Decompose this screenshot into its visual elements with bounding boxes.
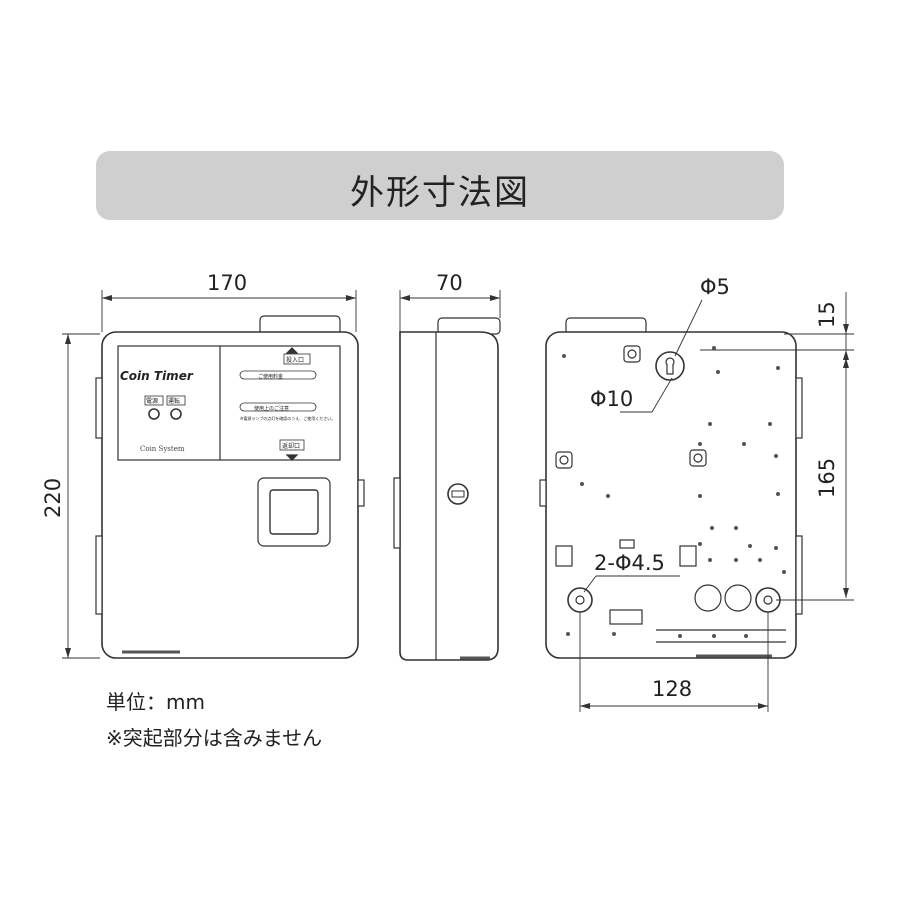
front-view xyxy=(95,315,365,659)
dim-hole-large: Φ10 xyxy=(590,387,633,411)
maker-label: Coin System xyxy=(140,445,185,453)
side-view xyxy=(393,317,501,661)
brand-label: Coin Timer xyxy=(120,369,194,383)
run-lamp xyxy=(170,408,182,420)
dim-height: 220 xyxy=(41,478,65,518)
return-label: 返却口 xyxy=(282,442,300,450)
title-banner: 外形寸法図 xyxy=(96,151,784,220)
dim-horizontal-spacing: 128 xyxy=(652,677,692,701)
caution-label: 使用上のご注意 xyxy=(254,405,289,412)
dimension-arrows xyxy=(65,295,849,709)
usage-fee-label: ご使用料金 xyxy=(258,373,283,380)
power-button-label: 電源 xyxy=(146,397,158,405)
back-view xyxy=(539,317,803,659)
diagram-title: 外形寸法図 xyxy=(350,173,530,213)
dim-width: 170 xyxy=(207,271,247,295)
dim-vertical-spacing: 165 xyxy=(815,458,839,498)
unit-note: 単位：mm xyxy=(106,690,205,714)
dim-mount-holes: 2-Φ4.5 xyxy=(594,551,665,575)
dimension-lines xyxy=(62,290,854,712)
dim-depth: 70 xyxy=(436,271,463,295)
exclusion-note: ※突起部分は含みません xyxy=(106,726,323,750)
dim-hole-small: Φ5 xyxy=(700,275,730,299)
power-lamp xyxy=(148,408,160,420)
dim-top-offset: 15 xyxy=(815,301,839,328)
coin-slot xyxy=(269,489,319,535)
caution-detail: ※電源ランプの点灯を確認のうえ、ご使用ください。 xyxy=(240,415,335,421)
insert-label: 投入口 xyxy=(286,356,304,364)
run-button-label: 運転 xyxy=(168,397,180,405)
